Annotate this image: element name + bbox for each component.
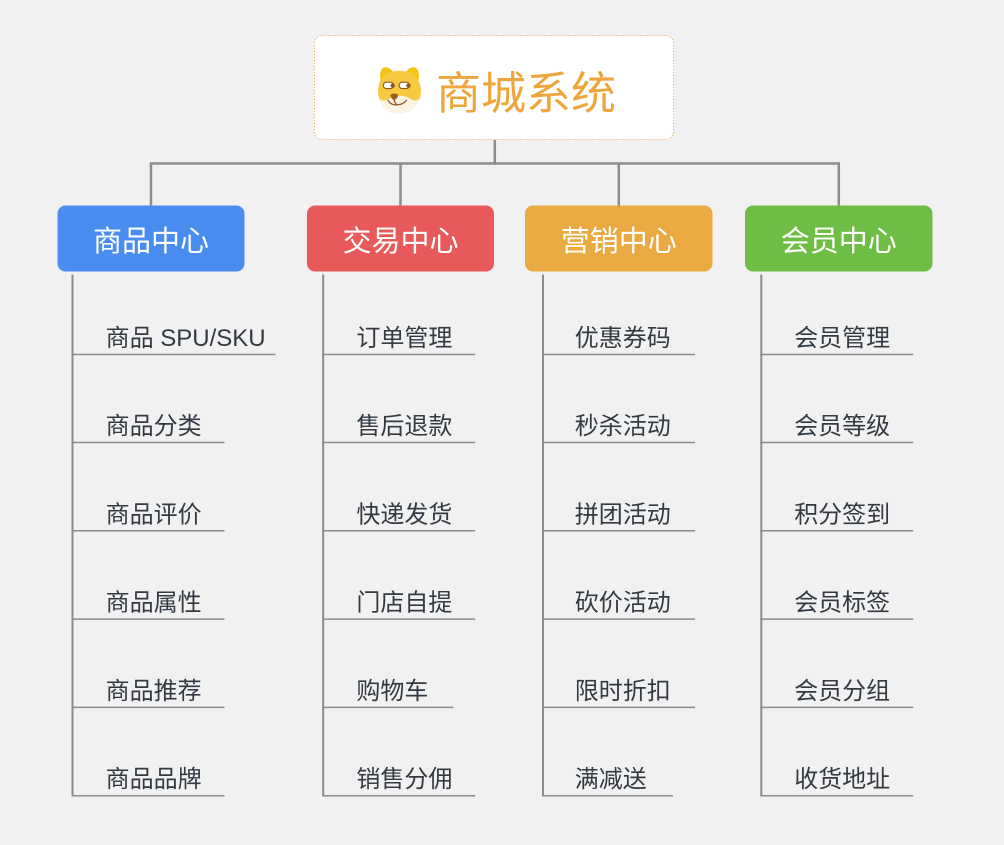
svg-text:满减送: 满减送 bbox=[575, 766, 647, 793]
svg-text:商品 SPU/SKU: 商品 SPU/SKU bbox=[106, 325, 266, 352]
svg-text:门店自提: 门店自提 bbox=[356, 590, 452, 617]
svg-text:会员标签: 会员标签 bbox=[794, 590, 890, 617]
svg-text:秒杀活动: 秒杀活动 bbox=[575, 413, 671, 440]
svg-text:积分签到: 积分签到 bbox=[794, 501, 890, 528]
svg-text:商城系统: 商城系统 bbox=[436, 68, 616, 119]
svg-text:营销中心: 营销中心 bbox=[561, 225, 677, 258]
svg-text:购物车: 购物车 bbox=[356, 678, 428, 705]
svg-text:交易中心: 交易中心 bbox=[342, 225, 458, 258]
svg-text:限时折扣: 限时折扣 bbox=[575, 678, 671, 705]
svg-text:商品品牌: 商品品牌 bbox=[106, 766, 202, 793]
svg-text:快递发货: 快递发货 bbox=[356, 501, 452, 528]
svg-text:销售分佣: 销售分佣 bbox=[356, 766, 452, 793]
svg-text:会员等级: 会员等级 bbox=[794, 413, 890, 440]
svg-text:优惠券码: 优惠券码 bbox=[575, 325, 671, 352]
svg-text:拼团活动: 拼团活动 bbox=[575, 501, 671, 528]
svg-text:售后退款: 售后退款 bbox=[356, 413, 452, 440]
svg-text:商品分类: 商品分类 bbox=[106, 413, 202, 440]
svg-text:会员管理: 会员管理 bbox=[794, 325, 890, 352]
svg-text:会员中心: 会员中心 bbox=[781, 225, 897, 258]
svg-text:订单管理: 订单管理 bbox=[356, 325, 452, 352]
svg-text:会员分组: 会员分组 bbox=[794, 678, 890, 705]
svg-text:商品评价: 商品评价 bbox=[106, 501, 202, 528]
svg-text:商品推荐: 商品推荐 bbox=[106, 678, 202, 705]
svg-text:商品属性: 商品属性 bbox=[106, 590, 202, 617]
svg-text:砍价活动: 砍价活动 bbox=[575, 590, 671, 617]
svg-text:商品中心: 商品中心 bbox=[93, 225, 209, 258]
svg-text:收货地址: 收货地址 bbox=[794, 766, 890, 793]
